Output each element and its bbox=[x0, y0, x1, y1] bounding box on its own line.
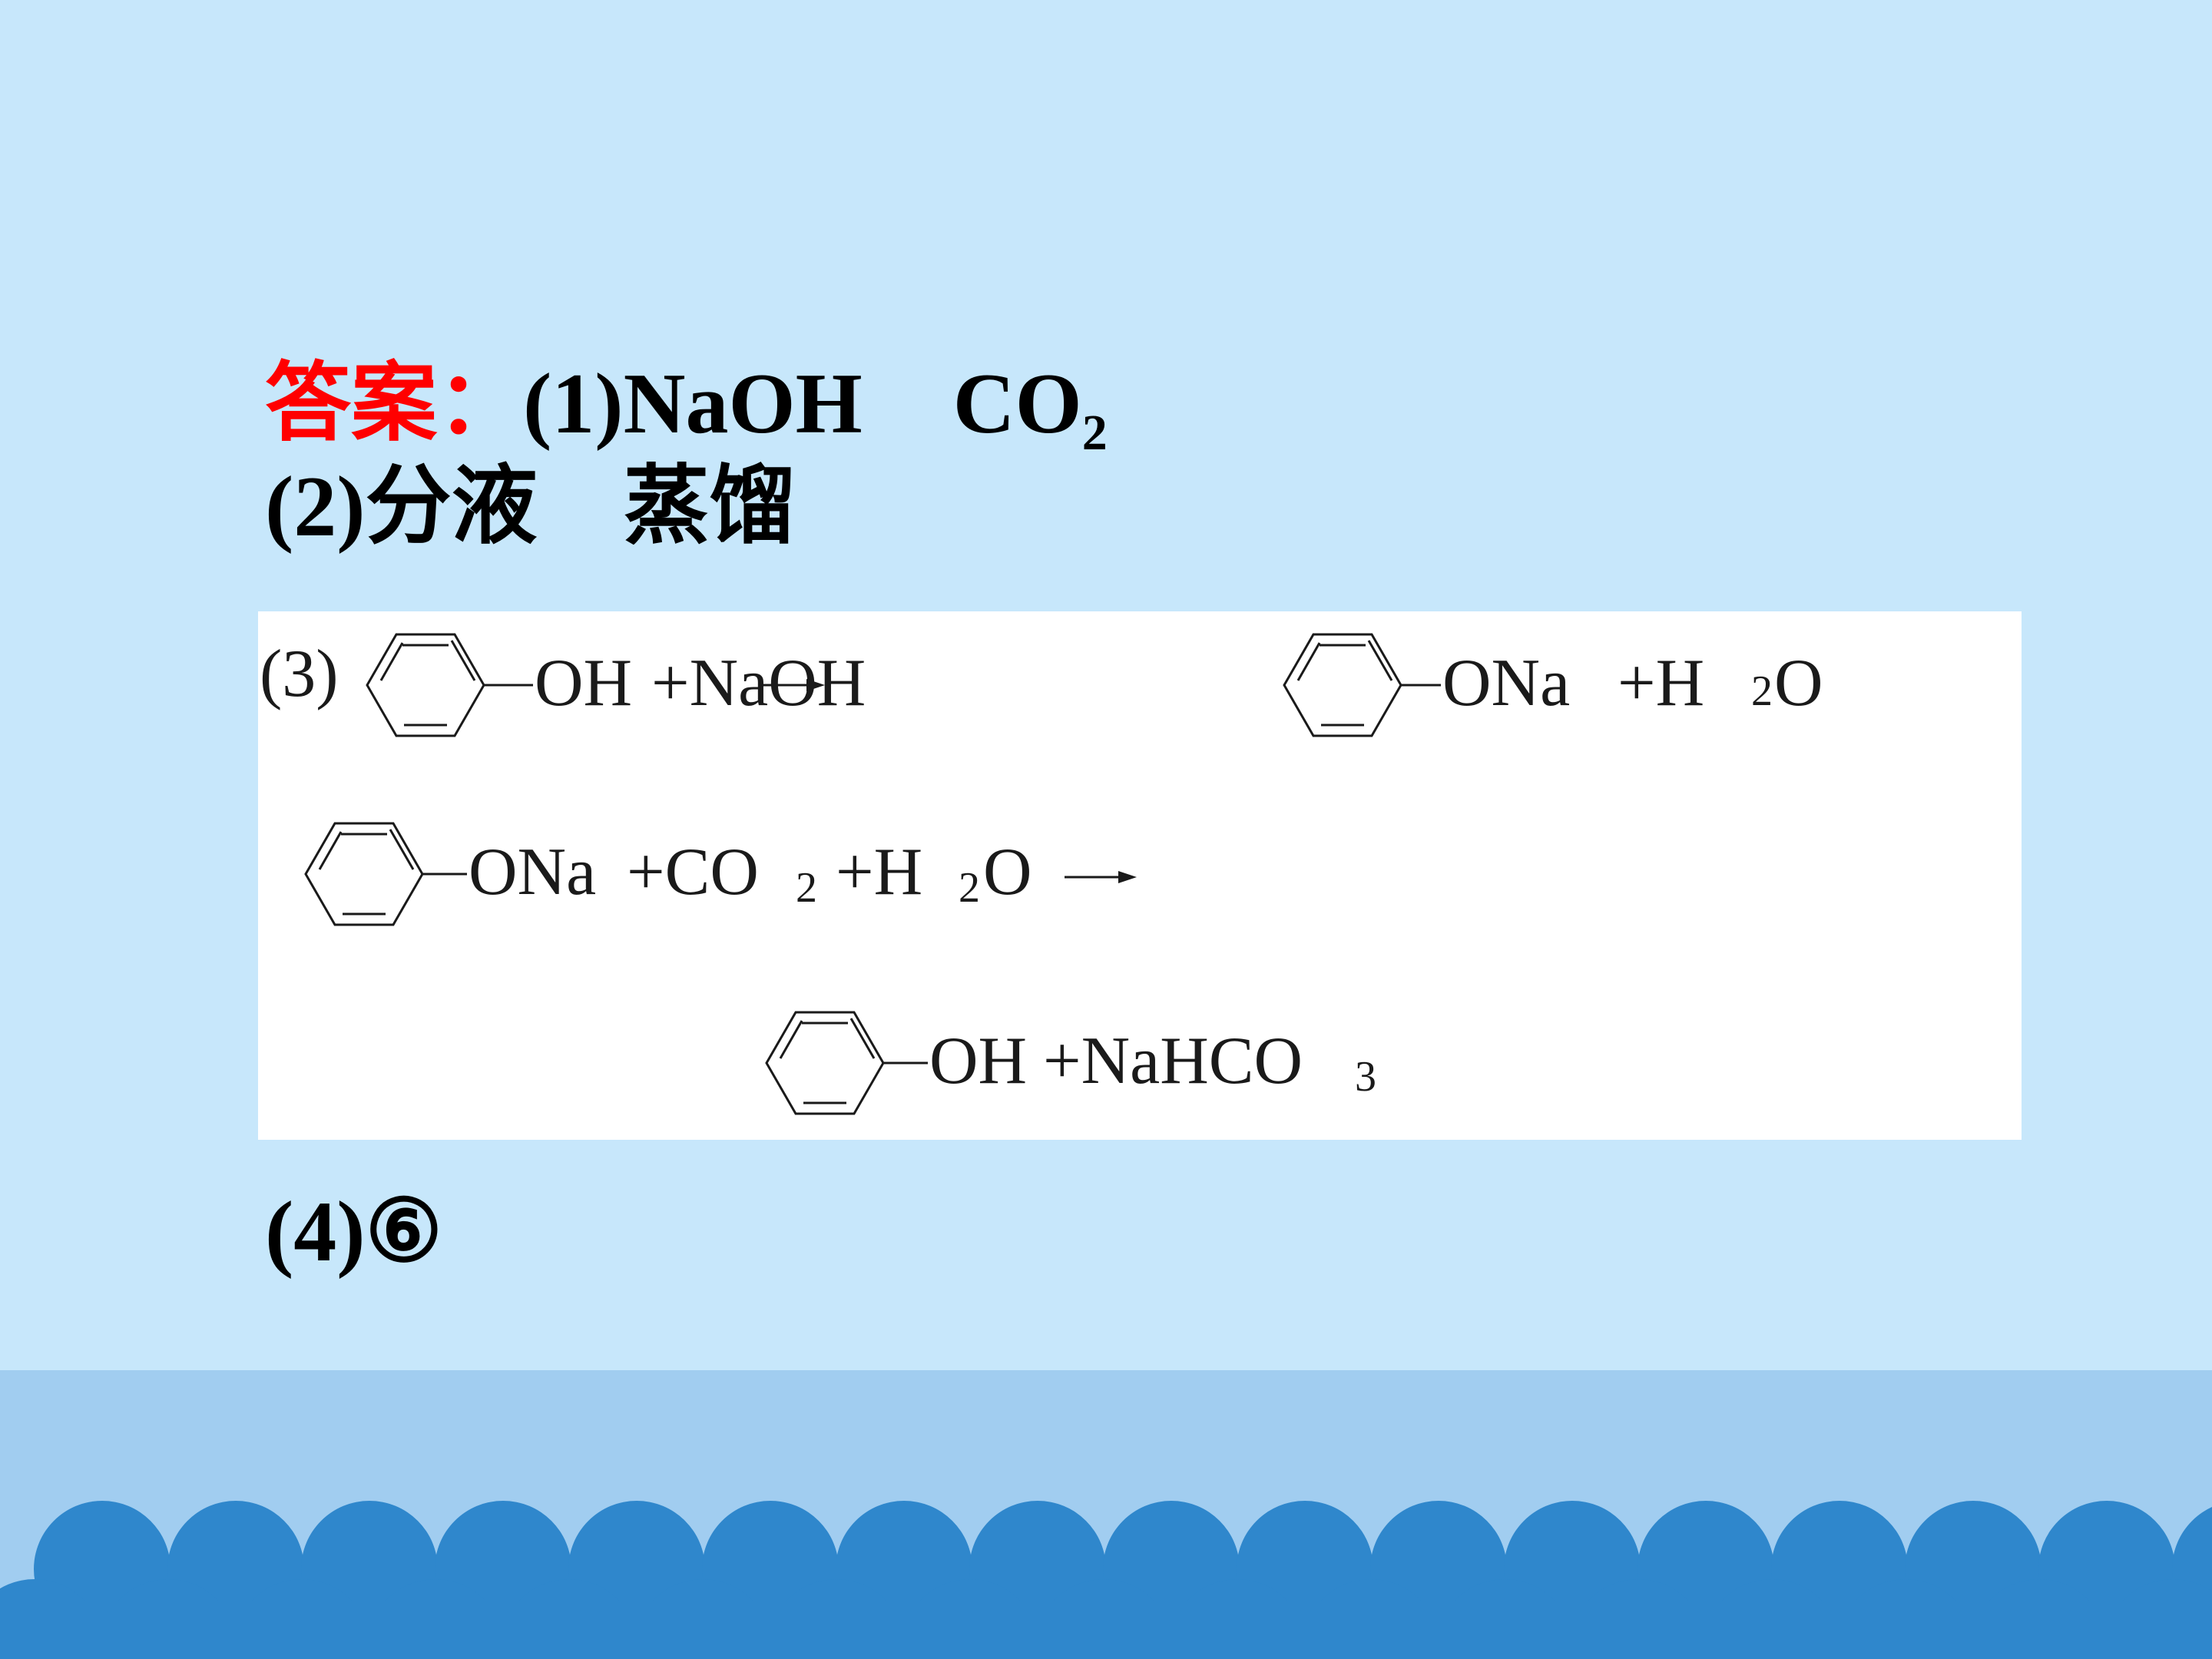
answer-1-co: CO bbox=[952, 356, 1082, 452]
wave-footer-base bbox=[0, 1601, 2212, 1659]
eq1-o: O bbox=[1774, 646, 1823, 720]
eq1-arrowhead bbox=[806, 679, 825, 691]
answer-label-text: 答案： bbox=[265, 356, 523, 452]
eq3-oh: OH bbox=[929, 1024, 1027, 1098]
answer-line-2: (2)分液 蒸馏 bbox=[265, 459, 796, 555]
eq2-arrowhead bbox=[1118, 871, 1137, 883]
eq2-o: O bbox=[983, 835, 1032, 909]
eq2-ona: ONa bbox=[469, 835, 596, 909]
eq1-plus-h: +H bbox=[1618, 646, 1704, 720]
eq1-sub-2: 2 bbox=[1751, 667, 1773, 715]
eq3-benzene-ring bbox=[765, 1011, 885, 1115]
equation-diagram: (3) OH +NaOH ONa +H 2 O ONa +CO 2 +H 2 O bbox=[260, 633, 1823, 1115]
eq2-sub-2a: 2 bbox=[796, 864, 817, 912]
wave-footer bbox=[0, 1370, 2212, 1659]
eq2-benzene-ring bbox=[304, 822, 424, 926]
eq2-sub-2b: 2 bbox=[959, 864, 980, 912]
eq1-ona: ONa bbox=[1442, 646, 1570, 720]
eq2-plus-h: +H bbox=[836, 835, 922, 909]
eq3-plus-nahco: +NaHCO bbox=[1043, 1024, 1303, 1098]
equation-box: (3) OH +NaOH ONa +H 2 O ONa +CO 2 +H 2 O bbox=[258, 611, 2022, 1140]
answer-1-sub: 2 bbox=[1081, 405, 1108, 461]
eq1-plus-naoh: +NaOH bbox=[651, 646, 866, 720]
eq1-benzene-ring-1 bbox=[366, 633, 485, 737]
eq1-number: (3) bbox=[260, 637, 339, 711]
answer-1-prefix: (1)NaOH bbox=[523, 356, 863, 452]
answer-line-4: (4)⑥ bbox=[265, 1184, 442, 1280]
eq1-oh: OH bbox=[535, 646, 632, 720]
eq1-benzene-ring-2 bbox=[1283, 633, 1402, 737]
eq2-plus-co: +CO bbox=[627, 835, 759, 909]
eq3-sub-3: 3 bbox=[1355, 1053, 1376, 1101]
